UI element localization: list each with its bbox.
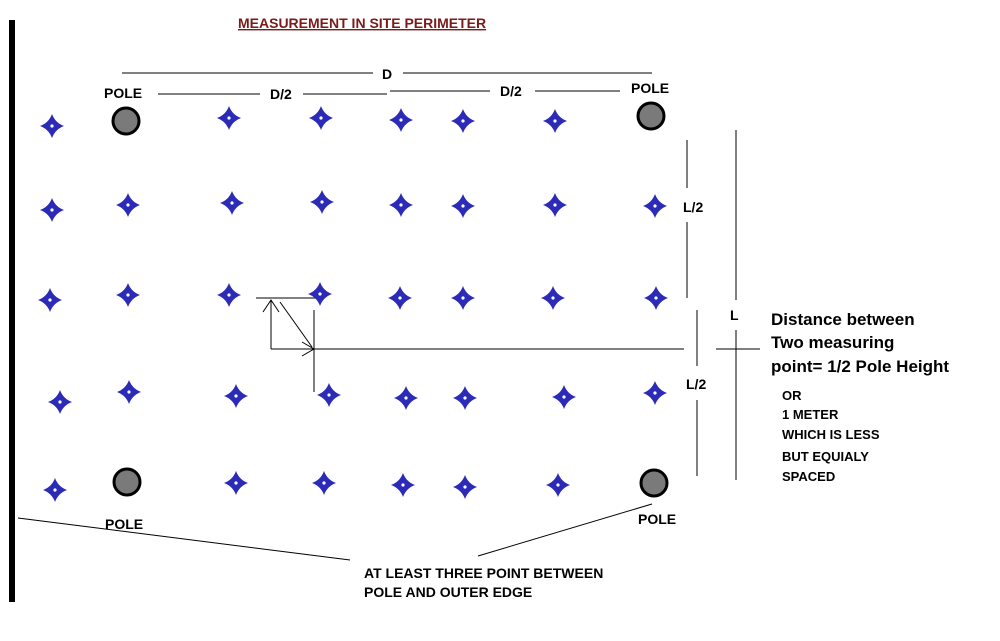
measuring-point-center <box>556 483 560 487</box>
alt-note-line2: 1 METER <box>782 407 839 422</box>
measuring-point-center <box>320 200 324 204</box>
diagram-title: MEASUREMENT IN SITE PERIMETER <box>238 15 486 31</box>
l-half-bottom-label: L/2 <box>686 376 706 392</box>
measuring-point-center <box>127 390 131 394</box>
measuring-point-center <box>463 485 467 489</box>
distance-note-line3: point= 1/2 Pole Height <box>771 357 949 376</box>
distance-note-line1: Distance between <box>771 310 915 329</box>
pole-bottom-right <box>639 468 669 498</box>
measuring-point-center <box>319 116 323 120</box>
l-total-label: L <box>730 307 739 323</box>
alt-note-line4: BUT EQUIALY <box>782 449 869 464</box>
measuring-point-center <box>50 208 54 212</box>
measuring-point-center <box>322 481 326 485</box>
measuring-point-center <box>399 118 403 122</box>
measuring-point-center <box>398 296 402 300</box>
arrow-head-up <box>262 299 280 313</box>
alt-note-line5: SPACED <box>782 469 835 484</box>
measuring-point-center <box>461 119 465 123</box>
measuring-point-center <box>653 391 657 395</box>
measuring-point-center <box>227 293 231 297</box>
pole-top-right-label: POLE <box>631 80 669 96</box>
d-half-right-label: D/2 <box>500 83 522 99</box>
measuring-points-group <box>38 106 668 502</box>
alt-note-line1: OR <box>782 388 802 403</box>
measuring-point-center <box>327 393 331 397</box>
measuring-point-center <box>50 124 54 128</box>
pole-bottom-left <box>112 467 142 497</box>
measuring-point-center <box>401 483 405 487</box>
measuring-point-center <box>551 296 555 300</box>
d-total-label: D <box>382 66 392 82</box>
measuring-point-center <box>553 119 557 123</box>
measuring-point-center <box>234 394 238 398</box>
bottom-note-line1: AT LEAST THREE POINT BETWEEN <box>364 565 603 581</box>
measuring-point-center <box>230 201 234 205</box>
pointer-line-left <box>17 517 351 561</box>
bottom-note-line2: POLE AND OUTER EDGE <box>364 584 532 600</box>
measuring-point-center <box>48 298 52 302</box>
pole-bottom-right-label: POLE <box>638 511 676 527</box>
pole-top-left-label: POLE <box>104 85 142 101</box>
pole-bottom-left-label: POLE <box>105 516 143 532</box>
l-half-top-label: L/2 <box>683 199 703 215</box>
measuring-point-center <box>562 395 566 399</box>
measuring-point-center <box>234 481 238 485</box>
pole-top-left <box>111 106 141 136</box>
measuring-point-center <box>404 396 408 400</box>
measuring-point-center <box>461 204 465 208</box>
measuring-point-center <box>654 296 658 300</box>
spacing-diagonal <box>279 301 313 348</box>
measuring-point-center <box>463 396 467 400</box>
measuring-point-center <box>461 296 465 300</box>
measuring-point-center <box>399 203 403 207</box>
pole-top-right <box>636 101 666 131</box>
measuring-point-center <box>53 488 57 492</box>
distance-note-line2: Two measuring <box>771 333 894 352</box>
alt-note-line3: WHICH IS LESS <box>782 427 880 442</box>
pointer-line-right <box>477 503 653 557</box>
measuring-point-center <box>553 203 557 207</box>
d-half-left-label: D/2 <box>270 86 292 102</box>
measuring-point-center <box>318 292 322 296</box>
measuring-point-center <box>227 116 231 120</box>
measuring-point-center <box>58 400 62 404</box>
measuring-point-center <box>126 293 130 297</box>
measuring-point-center <box>653 204 657 208</box>
measuring-point-center <box>126 203 130 207</box>
